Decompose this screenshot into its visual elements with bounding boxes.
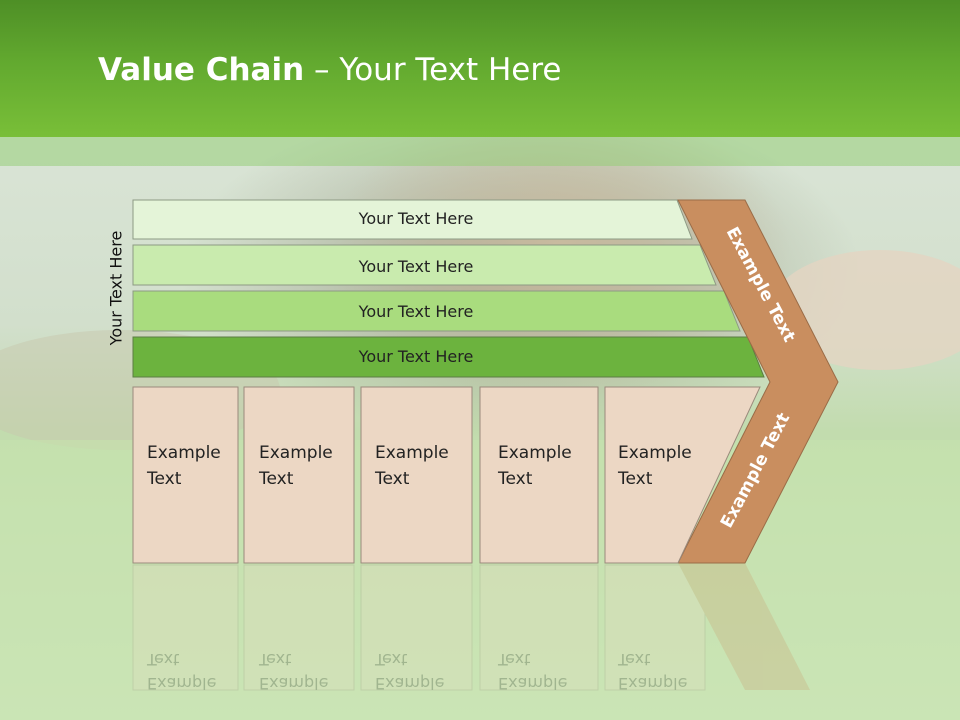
box-3-line2: Text bbox=[374, 469, 410, 489]
box-4-line2: Text bbox=[497, 469, 533, 489]
svg-text:Example: Example bbox=[259, 674, 328, 693]
svg-text:Example: Example bbox=[375, 674, 444, 693]
title-bold: Value Chain bbox=[98, 52, 305, 88]
svg-text:Example: Example bbox=[498, 674, 567, 693]
band-2 bbox=[132, 244, 717, 286]
band-1-label: Your Text Here bbox=[358, 209, 474, 228]
reflection: Example Text Example Text Example Text Exam… bbox=[132, 563, 810, 693]
svg-text:Text: Text bbox=[374, 650, 407, 669]
svg-text:Text: Text bbox=[146, 650, 179, 669]
box-4-line1: Example bbox=[498, 443, 572, 463]
box-4 bbox=[479, 386, 599, 564]
svg-text:Text: Text bbox=[497, 650, 530, 669]
svg-text:Text: Text bbox=[258, 650, 291, 669]
box-5-line1: Example bbox=[618, 443, 692, 463]
box-2-line1: Example bbox=[259, 443, 333, 463]
svg-text:Example: Example bbox=[618, 674, 687, 693]
box-3-line1: Example bbox=[375, 443, 449, 463]
band-4 bbox=[132, 336, 765, 378]
svg-text:Example: Example bbox=[147, 674, 216, 693]
box-5 bbox=[604, 386, 761, 564]
title-bar bbox=[0, 0, 960, 137]
band-3-label: Your Text Here bbox=[358, 302, 474, 321]
band-1 bbox=[132, 199, 693, 240]
box-3 bbox=[360, 386, 473, 564]
band-2-label: Your Text Here bbox=[358, 257, 474, 276]
band-3 bbox=[132, 290, 741, 332]
box-1-line2: Text bbox=[146, 469, 182, 489]
box-5-line2: Text bbox=[617, 469, 653, 489]
box-1-line1: Example bbox=[147, 443, 221, 463]
band-4-label: Your Text Here bbox=[358, 347, 474, 366]
title-strip bbox=[0, 137, 960, 166]
box-2-line2: Text bbox=[258, 469, 294, 489]
slide-title: Value Chain – Your Text Here bbox=[98, 52, 561, 88]
svg-text:Text: Text bbox=[617, 650, 650, 669]
chevron-arrow bbox=[677, 199, 839, 564]
title-rest: – Your Text Here bbox=[304, 52, 562, 88]
box-2 bbox=[243, 386, 355, 564]
box-1 bbox=[132, 386, 239, 564]
